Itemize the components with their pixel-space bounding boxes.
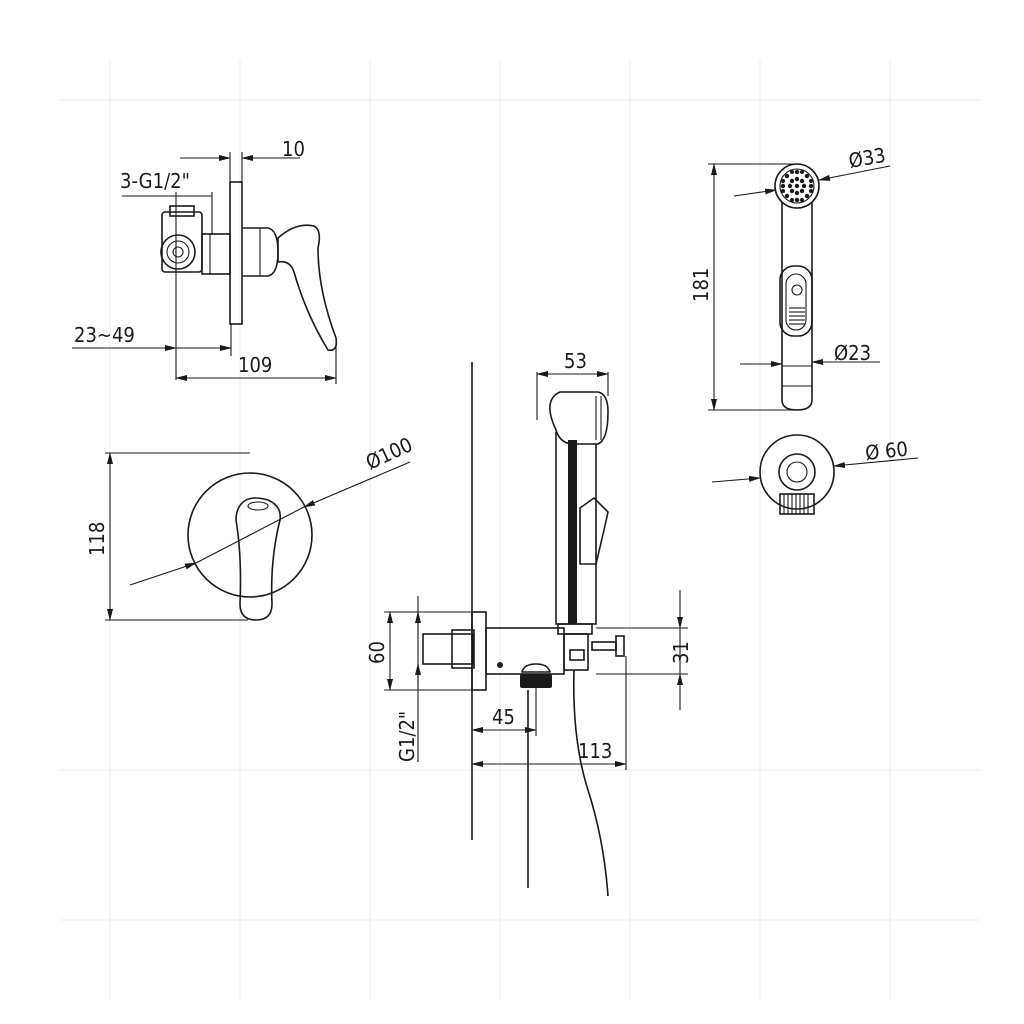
bracket-front-view xyxy=(759,434,835,515)
dim-plate-height: 118 xyxy=(85,452,113,621)
dim-label-23-49: 23~49 xyxy=(74,323,135,347)
dim-wall-thickness: 10 xyxy=(180,137,305,161)
dim-label-53: 53 xyxy=(564,349,587,373)
dim-label-31: 31 xyxy=(669,641,693,664)
spray-holes xyxy=(780,169,814,203)
dim-bracket-diameter: Ø 60 xyxy=(711,437,919,483)
dim-label-handle-diameter: Ø23 xyxy=(834,341,871,365)
handset-side-view xyxy=(549,391,625,671)
dim-label-181: 181 xyxy=(689,268,713,302)
dim-label-60: 60 xyxy=(365,641,389,664)
dim-handset-width: 53 xyxy=(536,349,609,420)
dim-head-diameter: Ø33 xyxy=(733,143,891,197)
dim-holder-projection: 113 xyxy=(471,656,627,770)
background-grid xyxy=(60,60,980,1000)
dim-label-118: 118 xyxy=(85,522,109,556)
dim-label-10: 10 xyxy=(282,137,305,161)
dim-outlet-height: 31 xyxy=(596,590,693,710)
dim-elbow-height: 60 xyxy=(365,611,472,691)
dim-label-connections: 3-G1/2" xyxy=(120,169,190,193)
dim-handle-diameter: Ø23 xyxy=(740,341,880,367)
dim-elbow-offset: 45 xyxy=(471,688,537,736)
handset-front-view xyxy=(708,163,820,411)
bracket-thread xyxy=(779,493,815,515)
dim-label-thread: G1/2" xyxy=(395,711,419,762)
dim-label-109: 109 xyxy=(238,353,272,377)
dim-valve-length: 109 xyxy=(175,353,337,381)
dim-elbow-thread: G1/2" xyxy=(395,596,421,762)
dim-connections: 3-G1/2" xyxy=(120,169,212,197)
trigger-grip xyxy=(789,307,805,325)
valve-side-view xyxy=(160,152,338,384)
dim-label-45: 45 xyxy=(492,705,515,729)
dim-depth-range: 23~49 xyxy=(72,323,232,351)
dim-label-113: 113 xyxy=(578,739,612,763)
holder-assembly xyxy=(422,362,609,897)
plate-front-view xyxy=(105,452,313,621)
dim-handset-length: 181 xyxy=(689,163,717,411)
dim-label-bracket-diameter: Ø 60 xyxy=(864,437,909,465)
dim-label-head-diameter: Ø33 xyxy=(847,143,888,173)
